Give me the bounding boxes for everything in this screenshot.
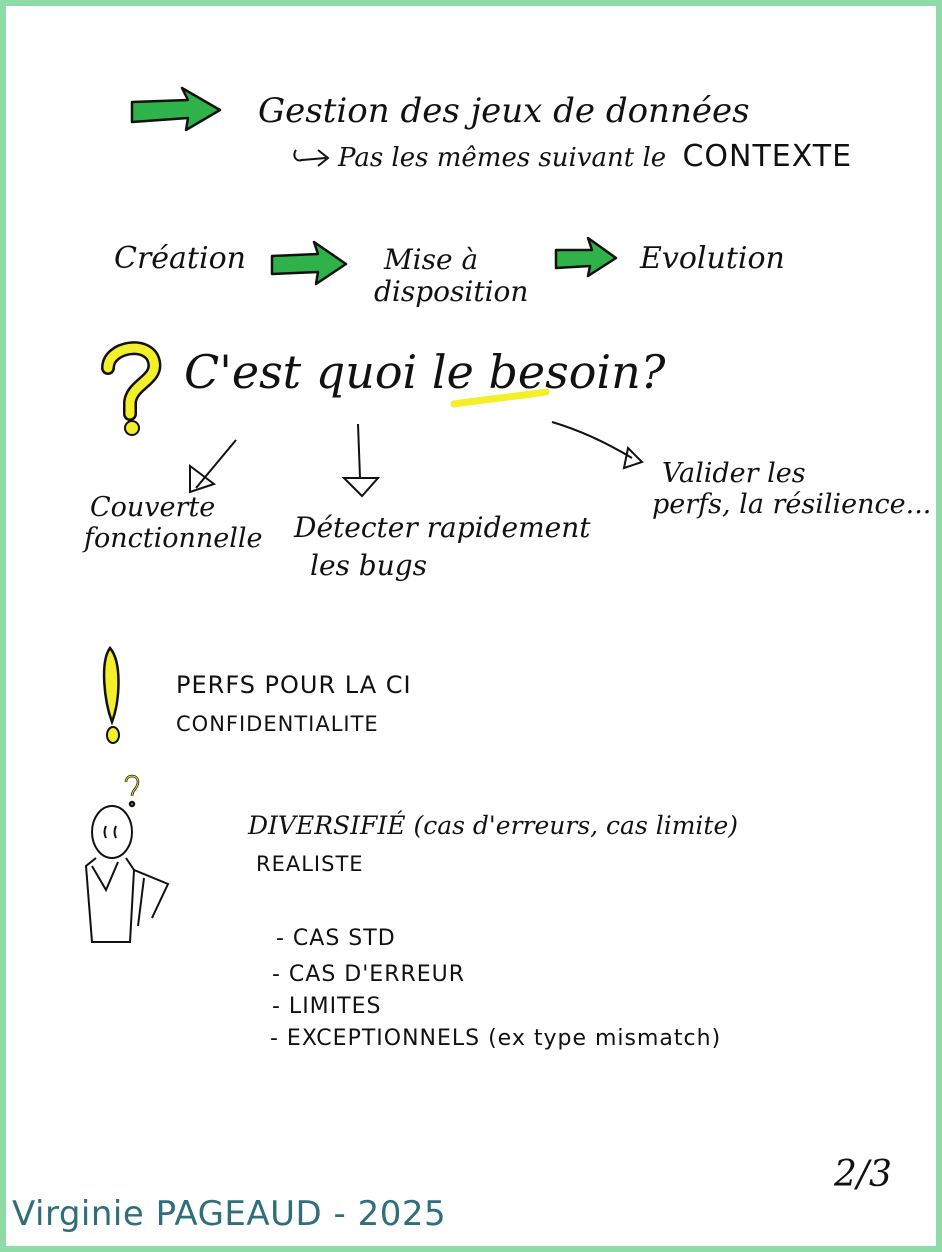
green-arrow-icon [130,86,222,132]
need-couverture: Couverte fonctionnelle [84,492,263,554]
question-qmark: ? [640,345,666,399]
topic-title: Gestion des jeux de données [258,91,750,131]
flow-step-2-line1: Mise à [384,243,479,276]
arrow-to-detecter-icon [341,423,381,498]
flow-step-evolution: Evolution [640,241,785,276]
exclamation-mark-icon [102,645,120,744]
author-signature: Virginie PAGEAUD - 2025 [12,1194,447,1234]
question-heading: C'est quoi le besoin? [184,346,665,399]
flow-arrow-2-icon [554,236,618,278]
flow-step-mise-a-disposition: Mise à disposition [374,243,528,308]
page-number: 2/3 [834,1154,892,1195]
need-detecter: Détecter rapidement les bugs [294,511,591,583]
person-icon [84,805,170,943]
context-keyword: CONTEXTE [682,139,853,174]
need-left-line1: Couverte [90,492,216,523]
sub-arrow-icon [293,149,327,162]
question-keyword: besoin [488,345,641,399]
need-middle-line2: les bugs [310,549,428,583]
trait-list-item: - LIMITES [272,994,382,1019]
warning-perfs: PERFS POUR LA CI [176,671,412,699]
flow-step-creation: Création [114,241,246,276]
arrow-to-valider-icon [551,421,644,470]
flow-arrow-1-icon [270,240,348,286]
need-right-line2: perfs, la résilience... [652,489,932,521]
trait-list-item: - EXCEPTIONNELS (ex type mismatch) [270,1026,722,1051]
topic-subtitle: Pas les mêmes suivant le CONTEXTE [338,139,853,175]
trait-diversifie: DIVERSIFIÉ (cas d'erreurs, cas limite) [248,811,739,840]
need-right-line1: Valider les [662,458,806,489]
besoin-highlight [450,388,550,408]
need-valider: Valider les perfs, la résilience... [652,458,931,520]
trait-list-item: - CAS D'ERREUR [272,962,466,987]
small-question-mark-icon [124,774,140,808]
topic-subtitle-text: Pas les mêmes suivant le [338,143,667,173]
warning-confidentialite: CONFIDENTIALITE [176,712,379,736]
question-prefix: C'est quoi le [184,345,474,399]
need-left-line2: fonctionnelle [84,523,263,555]
trait-list-item: - CAS STD [276,926,396,951]
trait-realiste: REALISTE [256,852,364,876]
question-mark-icon [101,341,162,436]
need-middle-line1: Détecter rapidement [294,511,591,544]
flow-step-2-line2: disposition [374,275,529,309]
arrow-to-couverture-icon [189,439,237,494]
